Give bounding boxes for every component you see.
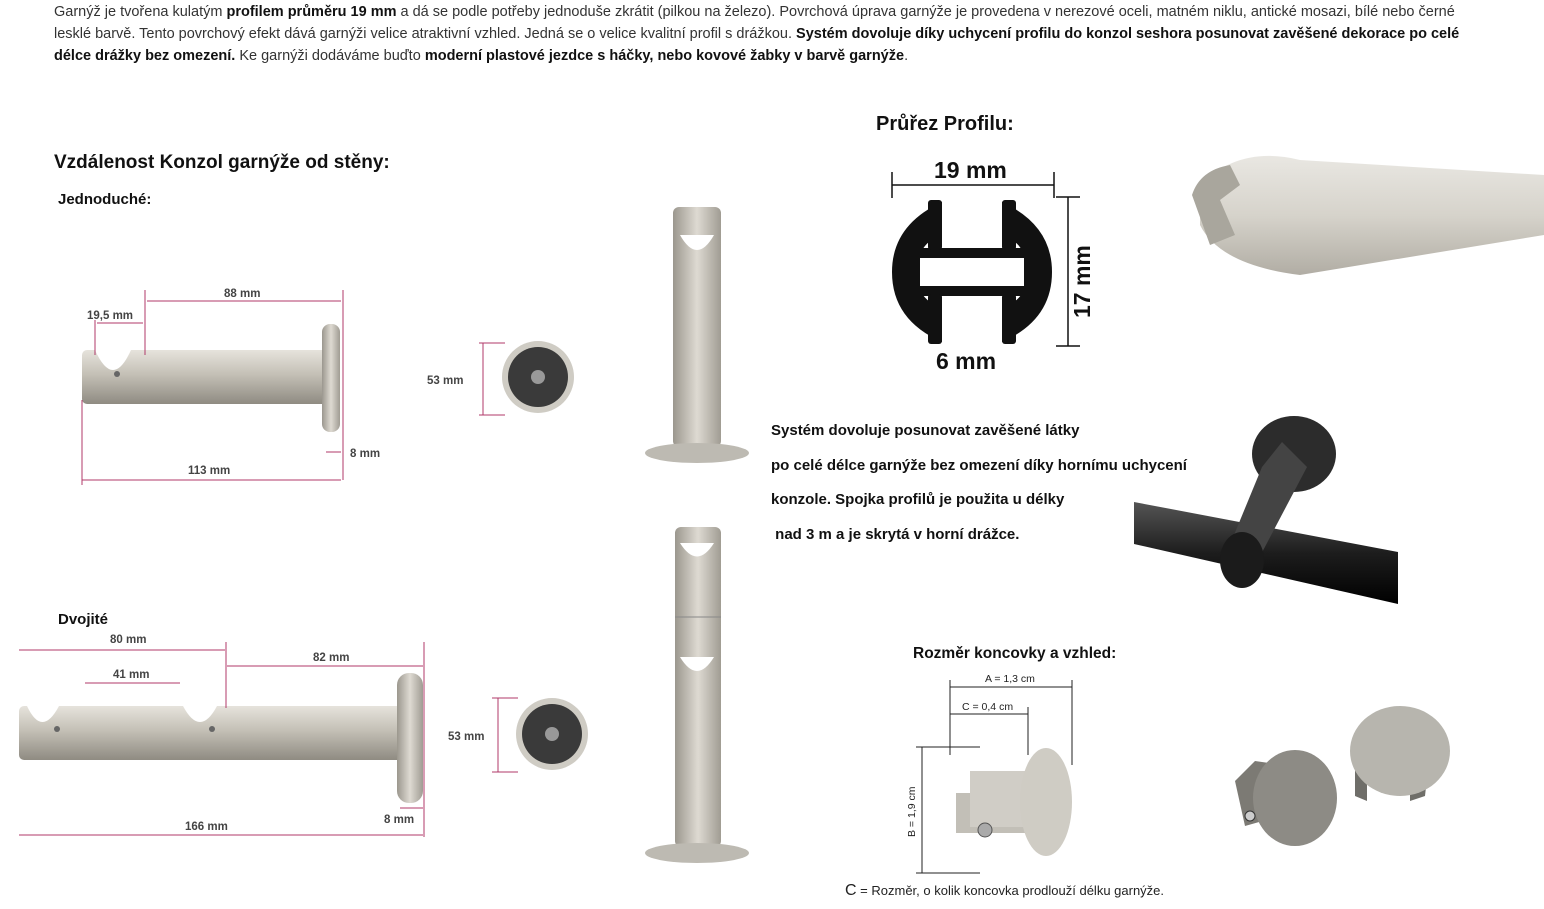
single-dim-19-5: 19,5 mm (87, 310, 133, 322)
endcap-dim-c: C = 0,4 cm (962, 701, 1013, 713)
single-dim-113: 113 mm (188, 465, 230, 477)
system-line-2: po celé délce garnýže bez omezení díky h… (771, 456, 1187, 474)
intro-text-2: a dá se podle potřeby jednoduše zkrátit … (54, 4, 1455, 42)
single-bracket-diagram: 19,5 mm 88 mm 113 mm 8 mm (81, 288, 380, 485)
profile-dim-height: 17 mm (1069, 245, 1095, 318)
system-line-4: nad 3 m a je skrytá v horní drážce. (771, 525, 1020, 543)
profile-rod-photo (1192, 155, 1544, 275)
single-dim-53: 53 mm (427, 375, 463, 387)
endcap-dim-b: B = 1,9 cm (906, 786, 918, 837)
distance-heading: Vzdálenost Konzol garnýže od stěny: (54, 152, 390, 173)
system-line-1: Systém dovoluje posunovat zavěšené látky (771, 422, 1080, 439)
single-dim-88: 88 mm (224, 288, 260, 300)
intro-text-1: Garnýž je tvořena kulatým (54, 4, 227, 20)
endcap-diagram: A = 1,3 cm C = 0,4 cm B = 1,9 cm (906, 673, 1073, 874)
intro-text-3: Ke garnýži dodáváme buďto (235, 48, 425, 64)
system-line-3: konzole. Spojka profilů je použita u dél… (771, 491, 1065, 508)
single-bracket-front (645, 207, 749, 463)
endcap-note-text: = Rozměr, o kolik koncovka prodlouží dél… (856, 883, 1165, 898)
double-dim-41: 41 mm (113, 669, 149, 681)
double-dim-82: 82 mm (313, 652, 349, 664)
profile-cross-section: 19 mm 17 mm 6 mm (891, 157, 1095, 374)
intro-text-4: . (904, 48, 909, 64)
double-bracket-front (645, 527, 749, 863)
double-bracket-diagram: 80 mm 41 mm 82 mm 166 mm 8 mm (19, 634, 425, 837)
intro-bold-3: moderní plastové jezdce s háčky, nebo ko… (424, 48, 905, 64)
intro-bold-2: Systém dovoluje díky uchycení profilu do… (54, 26, 1460, 64)
double-wall-plate: 53 mm (448, 697, 588, 773)
single-dim-8: 8 mm (350, 448, 380, 460)
profile-heading: Průřez Profilu: (876, 113, 1014, 135)
profile-dim-slot: 6 mm (936, 348, 996, 374)
single-heading: Jednoduché: (58, 191, 152, 208)
intro-paragraph: Garnýž je tvořena kulatým profilem průmě… (54, 1, 1494, 67)
profile-dim-width: 19 mm (934, 157, 1007, 183)
double-dim-53: 53 mm (448, 731, 484, 743)
double-dim-166: 166 mm (185, 821, 228, 833)
double-dim-8: 8 mm (384, 814, 414, 826)
single-wall-plate: 53 mm (427, 341, 574, 416)
endcap-note: C = Rozměr, o kolik koncovka prodlouží d… (845, 882, 1164, 900)
double-dim-80: 80 mm (110, 634, 146, 646)
black-rod-photo (1134, 416, 1398, 604)
endcap-dim-a: A = 1,3 cm (985, 673, 1035, 685)
intro-bold-1: profilem průměru 19 mm (226, 4, 397, 20)
endcap-note-c: C (845, 882, 857, 899)
endcap-heading: Rozměr koncovky a vzhled: (913, 645, 1117, 662)
double-heading: Dvojité (58, 611, 109, 628)
system-description: Systém dovoluje posunovat zavěšené látky… (771, 414, 1187, 552)
endcap-photo (1235, 706, 1450, 846)
